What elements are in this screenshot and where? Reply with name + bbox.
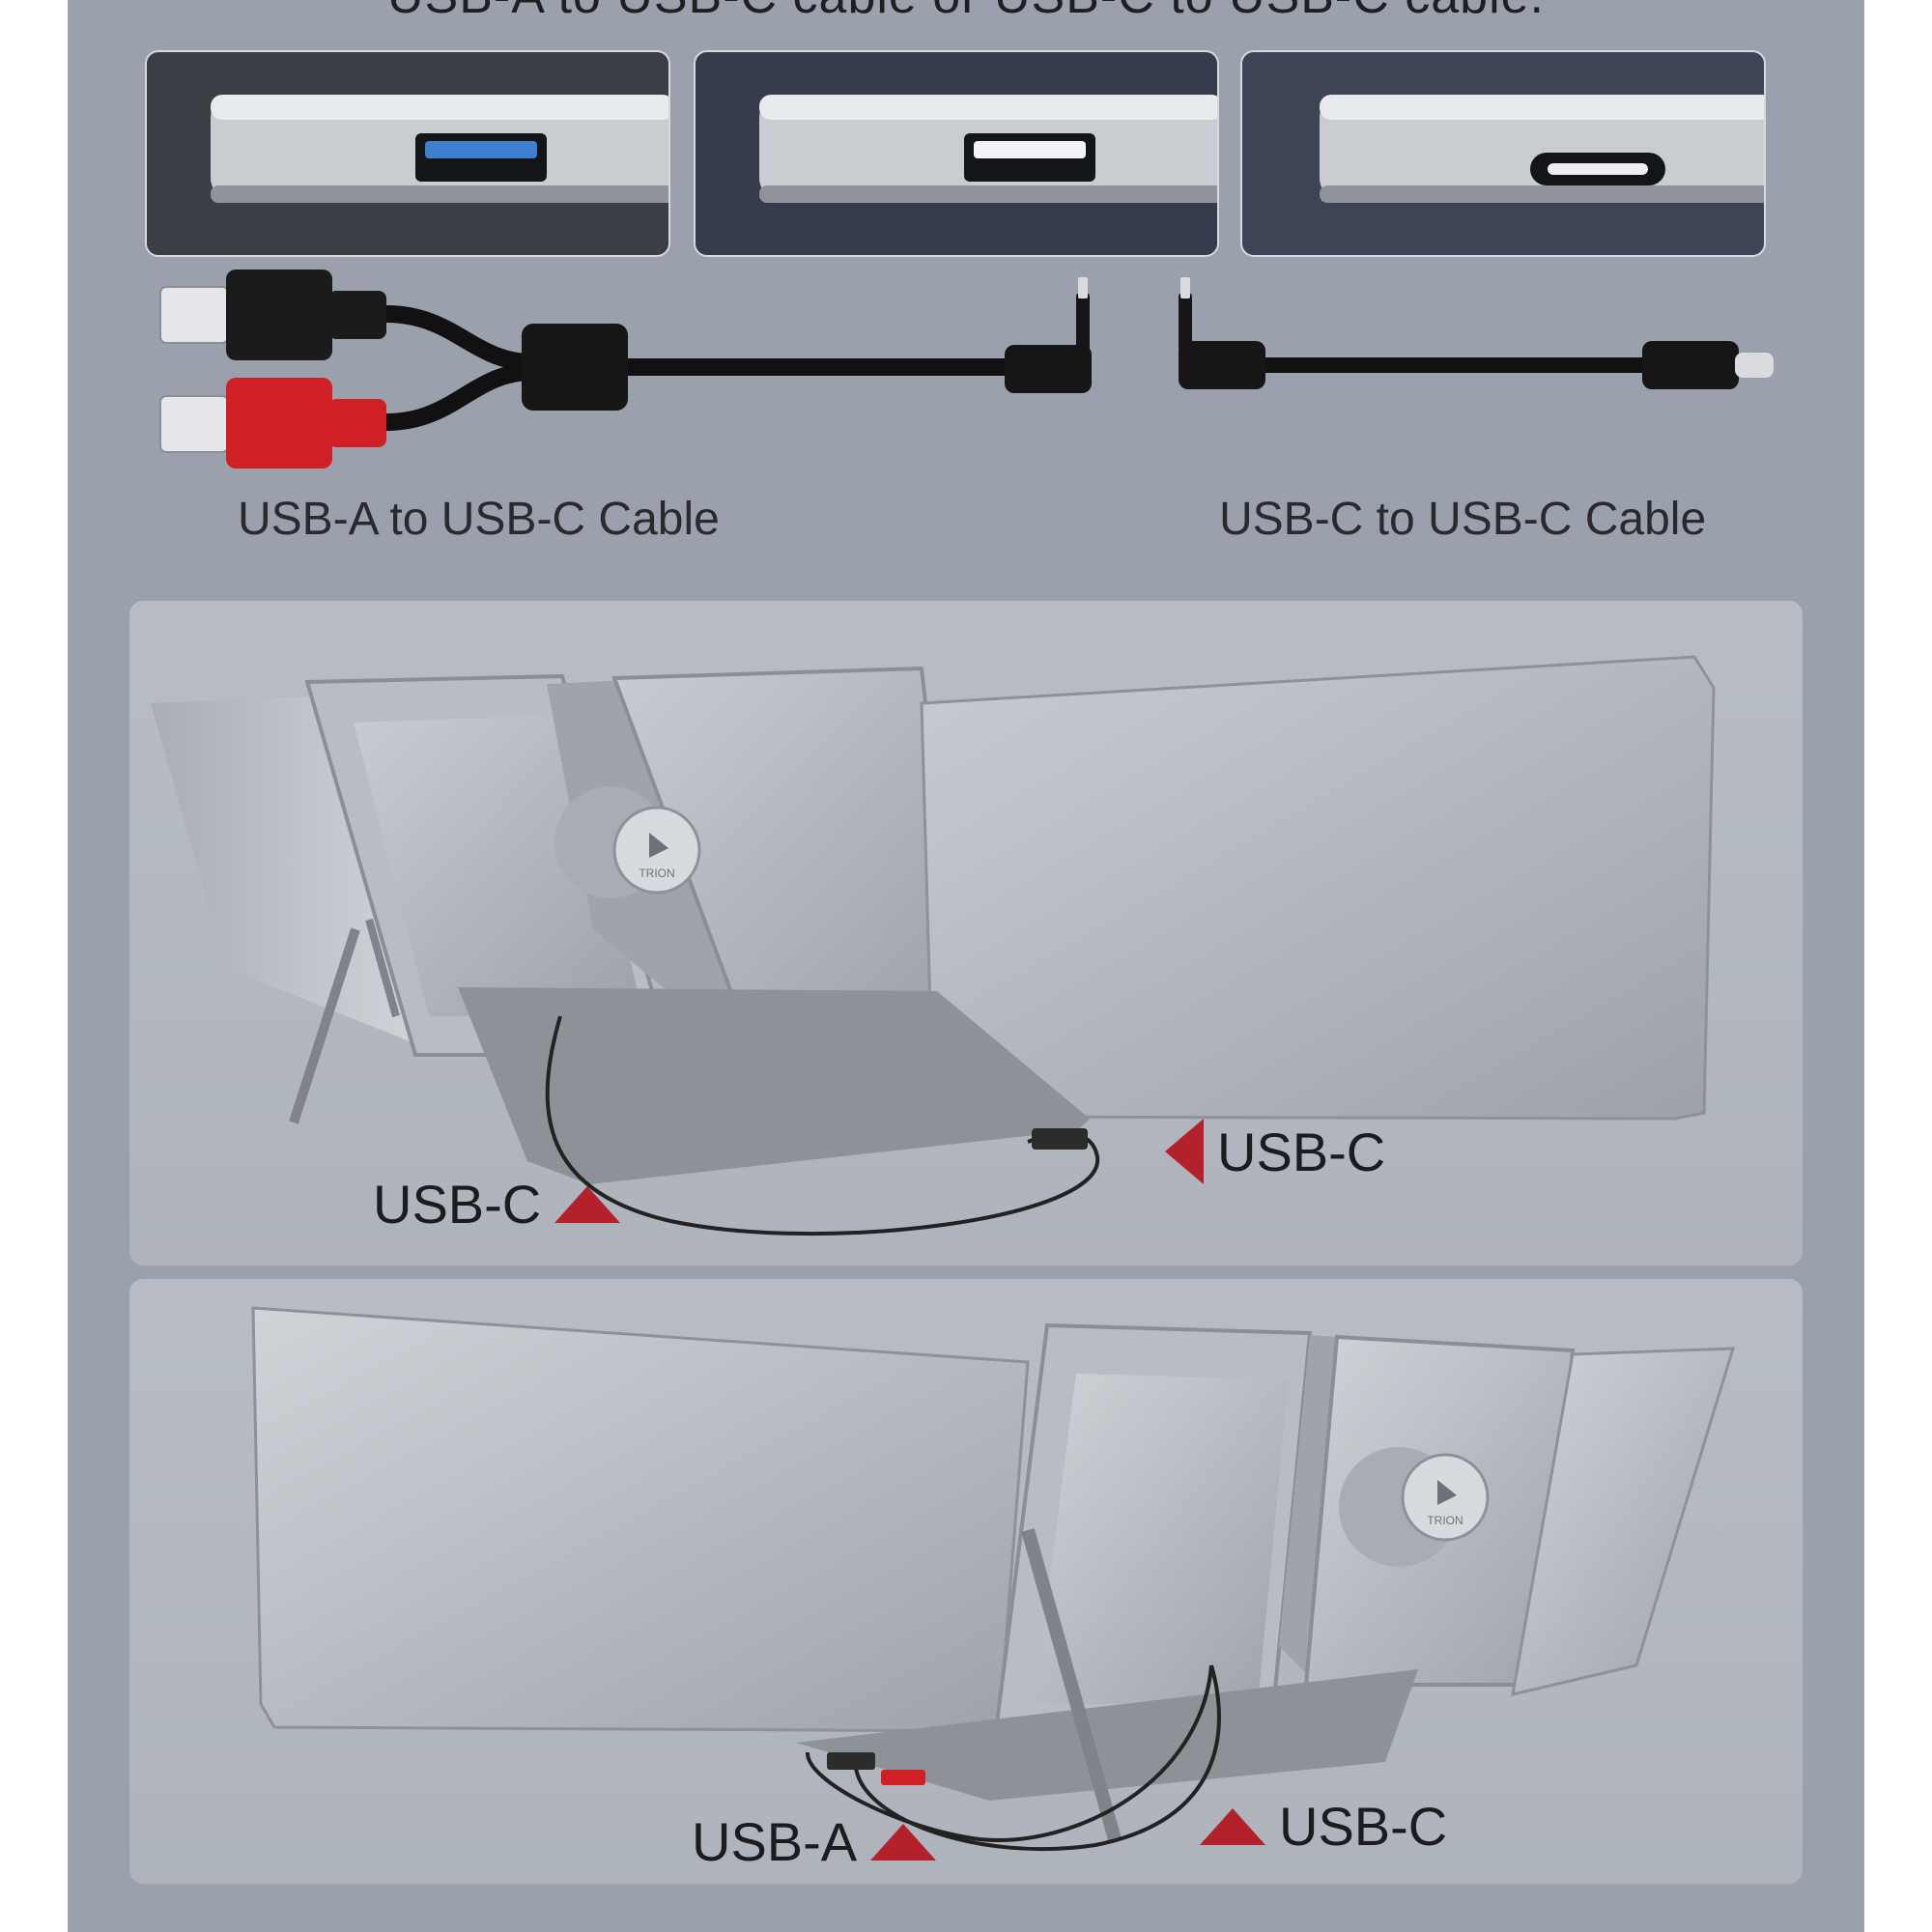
laptop-usb-c-port-illustration xyxy=(1242,52,1764,255)
trion-logo-icon xyxy=(649,833,668,858)
callout-laptop-usb-c-label: USB-C xyxy=(373,1174,542,1235)
callout-laptop-usb-a-label: USB-A xyxy=(692,1811,858,1872)
arrow-up-icon xyxy=(1200,1807,1265,1845)
trion-logo-icon-2 xyxy=(1437,1480,1457,1505)
setup-panel-usb-c: TRION USB-C USB-C xyxy=(129,601,1803,1265)
port-card-usb-a-blue xyxy=(145,50,670,257)
callout-laptop-usb-a: USB-A xyxy=(692,1810,937,1873)
arrow-left-icon xyxy=(1165,1119,1204,1184)
port-card-usb-c xyxy=(1240,50,1766,257)
usb-a-to-usb-c-cable xyxy=(159,270,1092,469)
callout-monitor-usb-c: USB-C xyxy=(1165,1119,1385,1184)
trion-logo-text: TRION xyxy=(639,867,674,880)
callout-monitor-usb-c-2: USB-C xyxy=(1200,1795,1447,1858)
top-caption: USB-A to USB-C cable or USB-C to USB-C c… xyxy=(68,0,1864,25)
arrow-up-icon xyxy=(554,1185,621,1223)
trion-logo-text-2: TRION xyxy=(1427,1514,1463,1527)
usb-c-cable-label: USB-C to USB-C Cable xyxy=(1219,494,1707,545)
monitor-setup-illustration-2: TRION xyxy=(251,1306,1736,1852)
monitor-setup-illustration-1: TRION xyxy=(151,655,1716,1236)
callout-monitor-usb-c-label: USB-C xyxy=(1217,1121,1386,1182)
laptop-usb-a-white-port-illustration xyxy=(696,52,1217,255)
laptop-usb-a-port-illustration xyxy=(147,52,668,255)
arrow-up-icon xyxy=(870,1823,937,1861)
callout-monitor-usb-c-2-label: USB-C xyxy=(1279,1796,1448,1857)
product-infographic: USB-A to USB-C cable or USB-C to USB-C c… xyxy=(68,0,1864,1932)
usb-c-to-usb-c-cable xyxy=(1179,277,1774,389)
usb-a-blue-insert xyxy=(425,141,537,158)
port-card-usb-a-white xyxy=(694,50,1219,257)
usb-a-white-insert xyxy=(974,141,1086,158)
setup-panel-usb-a: TRION USB-A USB-C xyxy=(129,1279,1803,1884)
cables-illustration xyxy=(159,270,1774,469)
usb-a-cable-label: USB-A to USB-C Cable xyxy=(238,494,720,545)
callout-laptop-usb-c: USB-C xyxy=(373,1173,621,1236)
